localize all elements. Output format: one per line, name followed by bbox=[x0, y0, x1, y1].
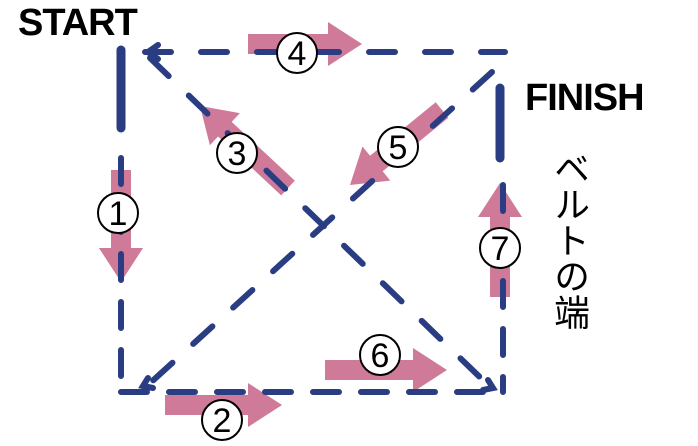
step-number: 5 bbox=[389, 129, 408, 167]
step-circle bbox=[97, 192, 139, 234]
step-circle bbox=[479, 227, 521, 269]
diagonal-dashed-1 bbox=[147, 55, 491, 388]
step-number: 4 bbox=[288, 35, 307, 73]
step-number: 3 bbox=[228, 135, 247, 173]
step-6-marker: 6 bbox=[359, 334, 401, 376]
corner-chevron-bottom-right bbox=[480, 377, 498, 393]
step-number: 6 bbox=[371, 337, 390, 375]
step-1-marker: 1 bbox=[97, 192, 139, 234]
step-3-marker: 3 bbox=[216, 132, 258, 174]
step-circle bbox=[201, 399, 243, 441]
belt-edge-label: ベルトの端 bbox=[548, 150, 589, 330]
step-number: 2 bbox=[213, 402, 232, 440]
step-7-marker: 7 bbox=[479, 227, 521, 269]
corner-chevron-bottom-left bbox=[138, 375, 156, 391]
step-5-marker: 5 bbox=[377, 126, 419, 168]
step-circle bbox=[216, 132, 258, 174]
step-number: 7 bbox=[491, 230, 510, 268]
step-circle bbox=[377, 126, 419, 168]
step-circle bbox=[359, 334, 401, 376]
step-2-marker: 2 bbox=[201, 399, 243, 441]
step-number: 1 bbox=[109, 195, 128, 233]
step-4-marker: 4 bbox=[276, 32, 318, 74]
step-circle bbox=[276, 32, 318, 74]
corner-chevron-top-left bbox=[142, 42, 161, 62]
finish-label: FINISH bbox=[525, 77, 645, 119]
start-label: START bbox=[18, 2, 138, 44]
diagonal-dashed-2 bbox=[145, 69, 495, 388]
